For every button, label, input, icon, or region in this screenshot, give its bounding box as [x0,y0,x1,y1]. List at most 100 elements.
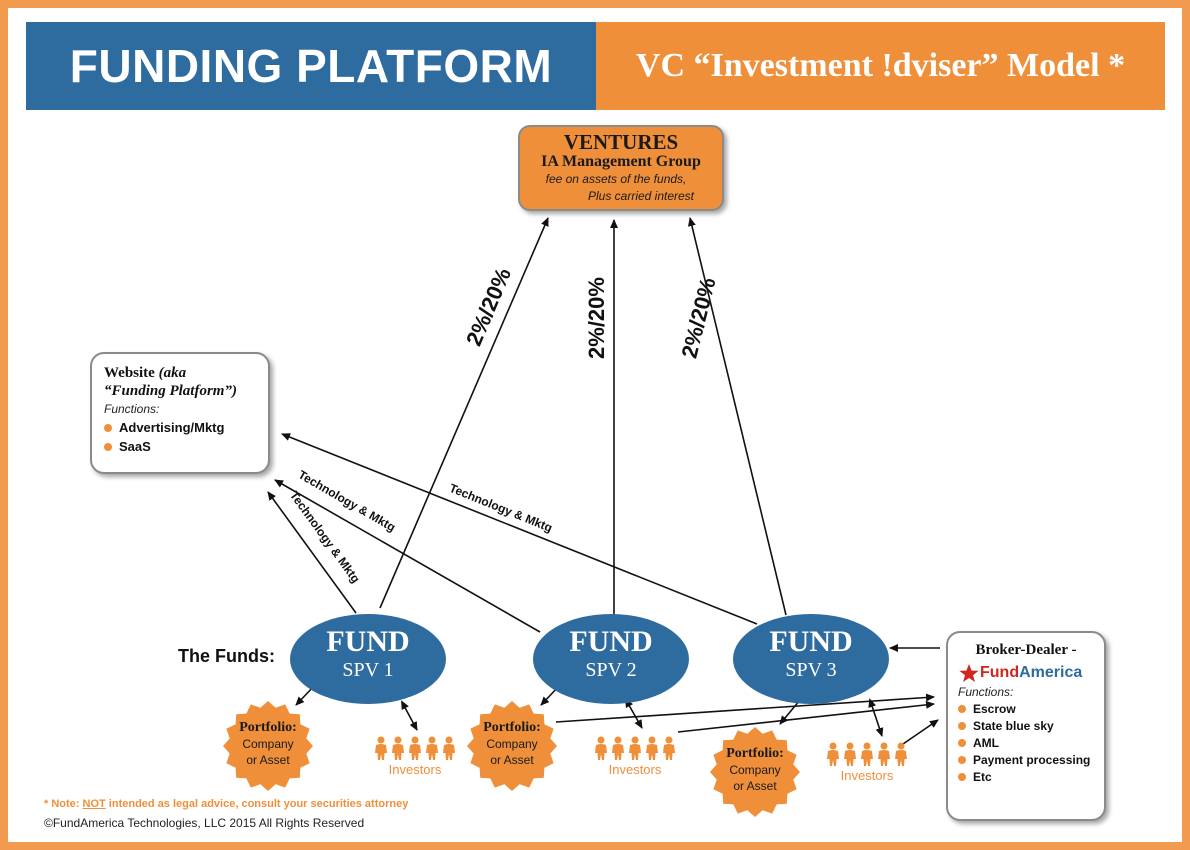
person-icon [895,742,907,766]
investors2-broker-arrow [677,700,935,733]
portfolio-seal-icon [467,701,557,791]
broker-item-label: Payment processing [973,753,1091,767]
investors-label: Investors [388,762,442,777]
fund-title: FUND [569,625,653,658]
investors-spv1: Investors [370,736,460,777]
website-item: SaaS [104,439,256,454]
spv2-investors-arrow [625,698,643,729]
portfolio-line1: Company [486,737,538,751]
broker-item: Payment processing [958,753,1094,767]
person-icon [426,736,438,760]
website-functions-label: Functions: [104,402,160,416]
fee-arrow-spv3 [687,217,787,616]
broker-item-label: Escrow [973,702,1016,716]
tech-arrow-spv3 [281,433,758,625]
investors-spv3: Investors [822,742,912,783]
legal-note: * Note: NOT intended as legal advice, co… [44,798,408,810]
person-icon [827,742,839,766]
broker-item-label: AML [973,736,999,750]
website-title: Website (aka [104,364,256,382]
website-title-line2: “Funding Platform”) [104,382,256,400]
fund-spv2: FUND SPV 2 [533,614,689,704]
brand-fund: Fund [980,664,1020,681]
portfolio-title: Portfolio: [726,746,784,761]
portfolio2-broker-arrow [555,693,935,723]
broker-item-label: State blue sky [973,719,1054,733]
website-box: Website (aka “Funding Platform”) Functio… [90,352,270,474]
page-subtitle: VC “Investment !dviser” Model * [596,22,1165,110]
funds-label: The Funds: [178,646,275,666]
fund-sub: SPV 2 [585,659,637,681]
star-logo-icon [959,664,979,682]
portfolio-title: Portfolio: [483,720,541,735]
people-icon [822,742,912,766]
person-icon [443,736,455,760]
note-prefix: * Note: [44,798,83,810]
person-icon [612,736,624,760]
broker-item: AML [958,736,1094,750]
website-item: Advertising/Mktg [104,420,256,435]
person-icon [409,736,421,760]
fee-arrow-spv1 [379,217,549,609]
bullet-icon [104,442,112,451]
broker-item-label: Etc [973,770,992,784]
copyright: ©FundAmerica Technologies, LLC 2015 All … [44,816,365,830]
tech-arrow-spv1 [267,491,357,614]
fund-spv1: FUND SPV 1 [290,614,446,704]
brand-america: America [1019,664,1083,681]
investors3-broker-arrow [902,719,939,745]
bullet-icon [958,773,966,781]
note-not: NOT [82,798,106,810]
investors-label: Investors [840,768,894,783]
ventures-box: VENTURES IA Management Group fee on asse… [518,125,724,211]
website-title-a: Website [104,365,159,381]
ventures-title: VENTURES [563,130,679,154]
portfolio-seal-icon [710,727,800,817]
portfolio-title: Portfolio: [239,720,297,735]
bullet-icon [958,705,966,713]
person-icon [375,736,387,760]
portfolio-spv2: Portfolio: Company or Asset [466,700,558,792]
fund-sub: SPV 3 [785,659,837,681]
website-item-label: Advertising/Mktg [119,420,225,435]
fund-title: FUND [326,625,410,658]
people-icon [370,736,460,760]
portfolio-line2: or Asset [246,753,290,767]
bullet-icon [958,756,966,764]
fund-spv3: FUND SPV 3 [733,614,889,704]
fee-label-spv2: 2%/20% [583,277,609,359]
portfolio-line1: Company [729,763,781,777]
fund-title: FUND [769,625,853,658]
investors-spv2: Investors [590,736,680,777]
portfolio-spv1: Portfolio: Company or Asset [222,700,314,792]
website-title-b: (aka [158,365,187,381]
spv3-investors-arrow [868,698,884,737]
tech-arrow-spv2 [274,479,541,633]
person-icon [878,742,890,766]
people-icon [590,736,680,760]
broker-item: Etc [958,770,1094,784]
page-title: FUNDING PLATFORM [26,22,596,110]
portfolio-line2: or Asset [733,779,777,793]
person-icon [844,742,856,766]
person-icon [629,736,641,760]
bullet-icon [958,739,966,747]
portfolio-line2: or Asset [490,753,534,767]
ventures-line2: Plus carried interest [587,189,695,203]
portfolio-line1: Company [242,737,294,751]
broker-item: State blue sky [958,719,1094,733]
website-title-c: “Funding Platform”) [104,383,237,399]
portfolio-seal-icon [223,701,313,791]
fund-sub: SPV 1 [342,659,394,681]
broker-title: Broker-Dealer - [975,642,1077,658]
person-icon [392,736,404,760]
website-item-label: SaaS [119,439,151,454]
bullet-icon [958,722,966,730]
broker-functions-label: Functions: [958,685,1014,699]
ventures-line1: fee on assets of the funds, [545,172,687,186]
broker-item: Escrow [958,702,1094,716]
person-icon [861,742,873,766]
